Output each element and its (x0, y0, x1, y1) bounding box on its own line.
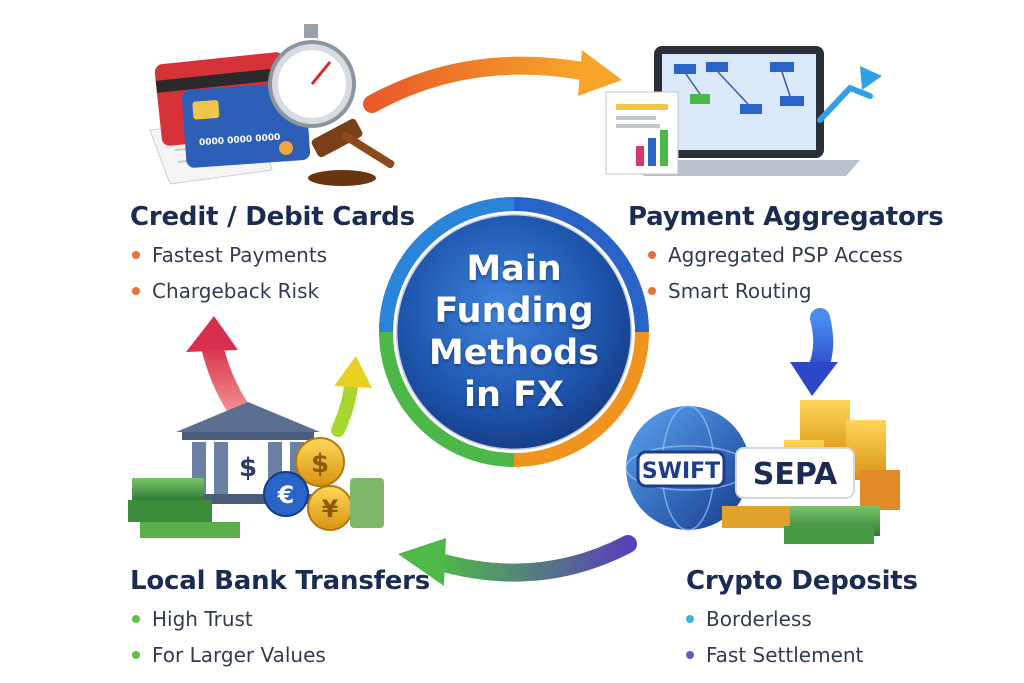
report-sheet-icon (605, 91, 679, 175)
method-title-cards: Credit / Debit Cards (130, 202, 415, 232)
sepa-badge: SEPA (735, 447, 855, 499)
center-title: Main Funding Methods in FX (394, 248, 634, 416)
laptop-dashboard-icon (630, 46, 860, 176)
method-bullets-aggregators: Aggregated PSP Access Smart Routing (646, 240, 903, 312)
bullet-dot (648, 251, 656, 259)
arrow-top (363, 50, 622, 113)
ring-segment-lightblue (379, 197, 515, 333)
cash-stack-icon (722, 506, 880, 544)
center-ring (379, 197, 649, 467)
bullet-text: Fast Settlement (706, 643, 864, 667)
laptop-dashboard-illustration (605, 46, 882, 176)
ring-segment-orange (513, 331, 649, 467)
arrow-bottom (398, 535, 637, 586)
method-title-bank: Local Bank Transfers (130, 566, 431, 596)
sepa-badge-label: SEPA (753, 457, 838, 492)
bullet-text: High Trust (152, 607, 253, 631)
bank-illustration: $ $ € ¥ (128, 356, 384, 538)
bullet-text: Fastest Payments (152, 243, 328, 267)
bullet-dot (132, 651, 140, 659)
credit-card-icon: 0000 0000 0000 (154, 52, 311, 168)
ring-segment-green (379, 331, 515, 467)
center-line: Main (466, 249, 562, 289)
bullet-dot (132, 287, 140, 295)
arrow-left-up (186, 316, 249, 419)
growth-arrow-icon (331, 356, 372, 437)
bullet-item: Smart Routing (646, 276, 903, 312)
coins-icon: $ € ¥ (263, 437, 384, 531)
crypto-illustration: SWIFT SEPA (625, 400, 900, 544)
credit-cards-illustration: 0000 0000 0000 (149, 24, 395, 186)
stopwatch-icon (268, 24, 356, 128)
method-title-aggregators: Payment Aggregators (628, 202, 944, 232)
method-bullets-bank: High Trust For Larger Values (130, 604, 326, 676)
bullet-dot (686, 615, 694, 623)
center-line: Funding (434, 291, 594, 331)
center-line: Methods (428, 333, 600, 373)
center-line: in FX (464, 375, 564, 415)
gavel-icon (308, 118, 395, 186)
bullet-item: Chargeback Risk (130, 276, 327, 312)
trend-arrow-icon (817, 66, 882, 123)
method-title-crypto: Crypto Deposits (686, 566, 918, 596)
bullet-item: Aggregated PSP Access (646, 240, 903, 276)
bullet-item: Fastest Payments (130, 240, 327, 276)
bullet-dot (132, 251, 140, 259)
euro-symbol: € (277, 481, 295, 509)
bullet-dot (686, 651, 694, 659)
bullet-item: Fast Settlement (684, 640, 863, 676)
globe-icon: SWIFT (625, 405, 751, 531)
yen-symbol: ¥ (322, 495, 339, 523)
bullet-item: Borderless (684, 604, 863, 640)
method-bullets-crypto: Borderless Fast Settlement (684, 604, 863, 676)
bullet-dot (132, 615, 140, 623)
cash-stack-icon (128, 478, 240, 538)
bullet-text: Borderless (706, 607, 812, 631)
swift-badge-label: SWIFT (642, 459, 720, 484)
bullet-item: For Larger Values (130, 640, 326, 676)
coin-dollar-symbol: $ (311, 449, 329, 479)
arrow-right-down (790, 308, 838, 396)
bullet-text: Smart Routing (668, 279, 812, 303)
center-disc (396, 214, 632, 450)
bullet-text: Aggregated PSP Access (668, 243, 903, 267)
dollar-sign: $ (239, 453, 257, 483)
bullet-item: High Trust (130, 604, 326, 640)
bullet-dot (648, 287, 656, 295)
bullet-text: Chargeback Risk (152, 279, 320, 303)
method-bullets-cards: Fastest Payments Chargeback Risk (130, 240, 327, 312)
bullet-text: For Larger Values (152, 643, 326, 667)
